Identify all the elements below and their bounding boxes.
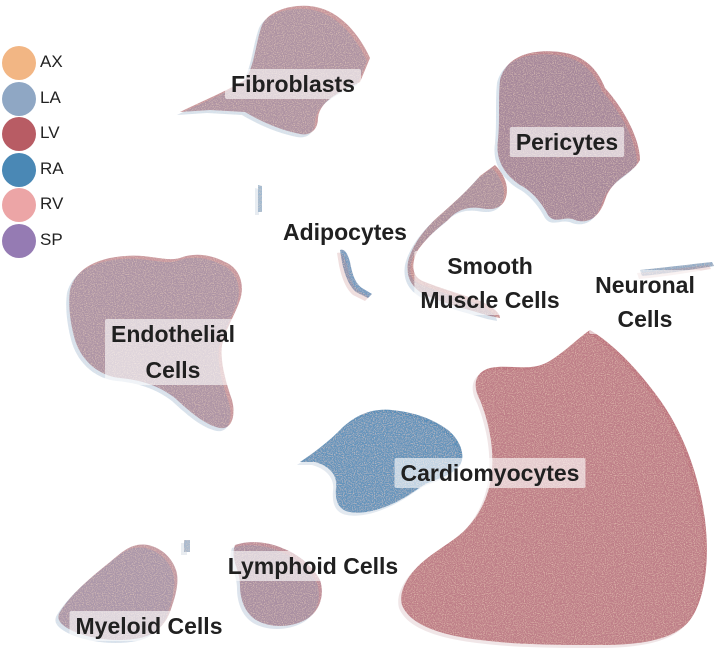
cluster-label-bg-fibroblasts [225,69,361,99]
legend-label-ra: RA [40,158,64,178]
legend-label-ax: AX [40,52,63,71]
legend: AX LA LV RA RV SP [0,44,90,258]
cluster-label-cardiomyocytes: Cardiomyocytes [401,460,580,486]
cluster-label-endothelial-cells-line-1: Endothelial [111,321,235,347]
legend-item-lv: LV [0,115,90,151]
cluster-label-pericytes: Pericytes [516,129,618,155]
cluster-adipocytes-accent-1 [255,188,259,215]
legend-label-sp: SP [40,229,63,249]
cluster-label-bg-neuronal-cells [589,270,701,334]
cluster-label-pericytes-line-1: Pericytes [516,129,618,155]
cluster-label-endothelial-cells-line-2: Cells [146,357,201,383]
cluster-adipocytes [340,249,372,298]
legend-item-ax: AX [0,44,90,80]
legend-item-ra: RA [0,151,90,187]
legend-swatch-ra [2,152,36,187]
cluster-label-adipocytes-line-1: Adipocytes [283,219,407,245]
legend-swatch-sp [2,223,36,258]
cluster-label-neuronal-cells-line-2: Cells [618,306,673,332]
cluster-label-fibroblasts-line-1: Fibroblasts [231,71,355,97]
cluster-label-bg-lymphoid-cells [221,551,405,581]
cluster-cardiomyocytes-accent-1 [297,412,460,516]
cluster-label-bg-smooth-muscle-cells [414,251,566,315]
legend-swatch-ax [2,46,36,80]
cluster-label-adipocytes: Adipocytes [283,219,407,245]
cluster-label-myeloid-cells-line-1: Myeloid Cells [76,613,223,639]
legend-label-rv: RV [40,194,64,213]
legend-item-rv: RV [0,186,90,222]
cluster-adipocytes-accent [337,252,369,301]
cluster-label-lymphoid-cells: Lymphoid Cells [228,553,398,579]
legend-item-la: LA [0,80,90,116]
cluster-label-lymphoid-cells-line-1: Lymphoid Cells [228,553,398,579]
cluster-label-smooth-muscle-cells-line-2: Muscle Cells [420,287,559,313]
cluster-label-myeloid-cells: Myeloid Cells [76,613,223,639]
cluster-label-bg-cardiomyocytes [394,458,586,488]
cluster-label-cardiomyocytes-line-1: Cardiomyocytes [401,460,580,486]
cluster-label-bg-endothelial-cells [105,319,241,385]
cluster-label-fibroblasts: Fibroblasts [231,71,355,97]
legend-label-lv: LV [40,123,60,142]
cluster-label-smooth-muscle-cells-line-1: Smooth [447,253,533,279]
cluster-label-neuronal-cells-line-1: Neuronal [595,272,695,298]
legend-item-sp: SP [0,222,90,258]
legend-swatch-la [2,81,36,116]
legend-swatch-rv [2,188,36,222]
cluster-smooth-muscle-cells-accent [404,168,504,321]
cluster-label-bg-adipocytes [277,217,413,247]
cluster-cardiomyocytes-accent [398,333,704,648]
cluster-lymphoid-cells-accent-1 [181,543,187,555]
legend-swatch-lv [2,117,36,151]
cluster-label-bg-pericytes [509,127,625,157]
cluster-label-bg-myeloid-cells [69,611,229,641]
legend-label-la: LA [40,87,61,107]
